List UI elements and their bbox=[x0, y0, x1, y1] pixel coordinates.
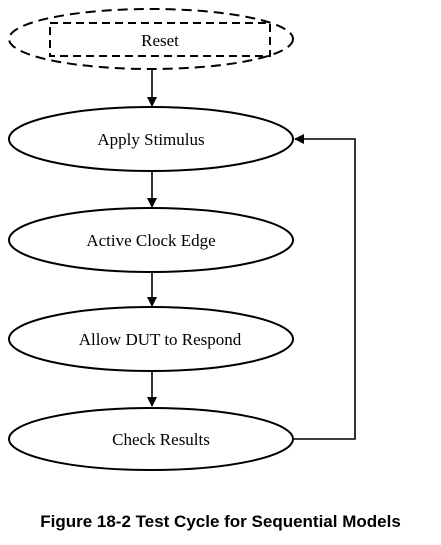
apply-stimulus-label: Apply Stimulus bbox=[97, 130, 204, 149]
apply-stimulus-node: Apply Stimulus bbox=[8, 106, 294, 172]
reset-label: Reset bbox=[141, 31, 179, 50]
reset-node: Reset bbox=[8, 8, 294, 70]
allow-dut-label: Allow DUT to Respond bbox=[79, 330, 242, 349]
active-clock-edge-node: Active Clock Edge bbox=[8, 207, 294, 273]
active-clock-edge-label: Active Clock Edge bbox=[86, 231, 215, 250]
apply-stimulus-ellipse bbox=[8, 106, 294, 172]
allow-dut-node: Allow DUT to Respond bbox=[8, 306, 294, 372]
check-results-label: Check Results bbox=[112, 430, 210, 449]
reset-ellipse bbox=[8, 8, 294, 70]
check-results-node: Check Results bbox=[8, 407, 294, 471]
arrow-check-to-stimulus-loop bbox=[293, 134, 356, 440]
active-clock-edge-ellipse bbox=[8, 207, 294, 273]
allow-dut-ellipse bbox=[8, 306, 294, 372]
reset-box bbox=[49, 22, 271, 57]
figure-caption: Figure 18-2 Test Cycle for Sequential Mo… bbox=[40, 512, 401, 531]
